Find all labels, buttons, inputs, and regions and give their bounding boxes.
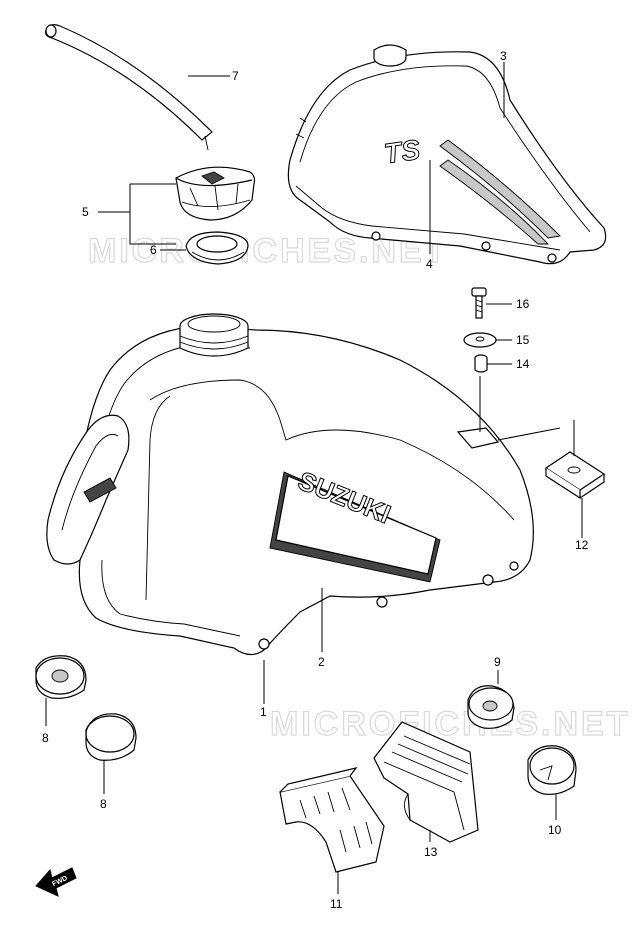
side-cushion — [373, 721, 479, 843]
callout-1: 1 — [260, 705, 267, 719]
callout-12: 12 — [575, 538, 589, 552]
mounting-rubber — [544, 451, 606, 500]
damper-rubber-1 — [35, 655, 87, 699]
callout-14: 14 — [516, 357, 530, 371]
callout-15: 15 — [516, 333, 530, 347]
callout-16: 16 — [516, 297, 530, 311]
callout-13: 13 — [424, 845, 438, 859]
leader-lines — [45, 62, 583, 894]
bolt — [471, 287, 487, 319]
fwd-arrow-icon — [35, 867, 77, 897]
callout-6: 6 — [150, 243, 157, 257]
decal-ts: TS — [382, 134, 422, 170]
callout-7: 7 — [232, 69, 239, 83]
fuel-cap — [175, 166, 256, 221]
clip — [527, 745, 577, 795]
callout-9: 9 — [494, 655, 501, 669]
callout-5: 5 — [82, 205, 89, 219]
callout-8-upper: 8 — [42, 731, 49, 745]
breather-hose — [45, 24, 213, 151]
watermark-bottom: MICROFICHES.NET — [270, 705, 630, 743]
callout-10: 10 — [548, 823, 562, 837]
callout-4: 4 — [426, 257, 433, 271]
tank-cover — [287, 44, 607, 265]
tank-cushion — [279, 767, 385, 873]
collar — [474, 354, 488, 373]
washer — [463, 332, 497, 348]
cap-gasket — [185, 231, 249, 265]
grommet — [467, 685, 515, 729]
damper-rubber-2 — [85, 713, 137, 761]
callout-11: 11 — [330, 897, 343, 911]
callout-8-lower: 8 — [100, 797, 107, 811]
callout-3: 3 — [500, 49, 507, 63]
callout-2: 2 — [318, 655, 325, 669]
suzuki-emblem — [269, 471, 441, 583]
